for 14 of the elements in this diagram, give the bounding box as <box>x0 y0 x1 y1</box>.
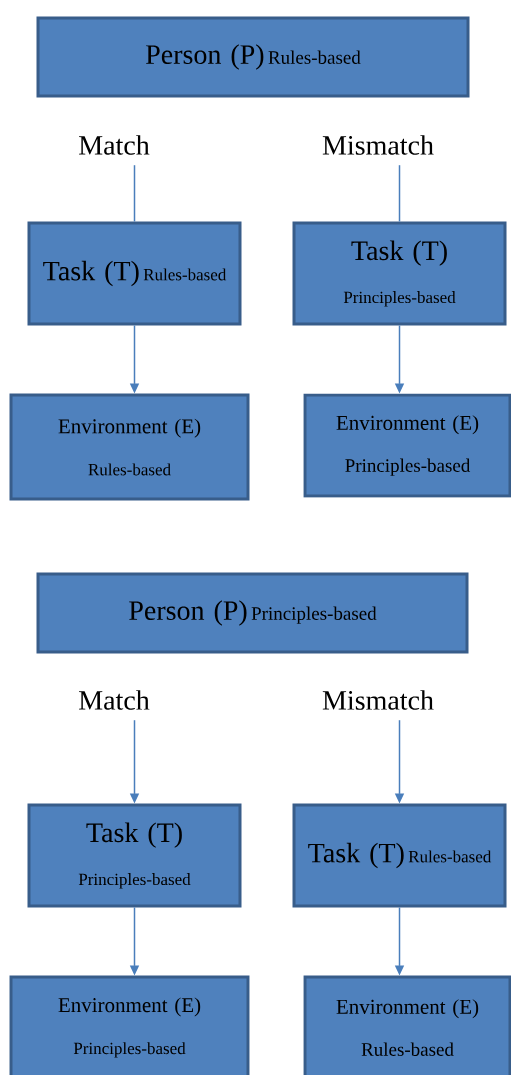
process-box: Environment (E) Principles-based <box>9 975 250 1075</box>
outcome-label: Mismatch <box>322 690 434 710</box>
outcome-label: Match <box>79 135 150 155</box>
outcome-label: Mismatch <box>322 135 434 155</box>
process-box: Environment (E) Rules-based <box>9 393 250 501</box>
process-box: Task (T) Rules-based <box>292 803 507 908</box>
process-box: Task (T) Principles-based <box>27 803 242 908</box>
process-box: Environment (E) Rules-based <box>303 975 511 1075</box>
process-box: Task (T) Principles-based <box>292 221 507 326</box>
process-box: Person (P) Principles-based <box>36 572 469 654</box>
process-box: Task (T) Rules-based <box>27 221 242 326</box>
process-box: Environment (E) Principles-based <box>303 393 511 498</box>
process-box: Person (P) Rules-based <box>36 16 470 98</box>
outcome-label: Match <box>79 690 150 710</box>
